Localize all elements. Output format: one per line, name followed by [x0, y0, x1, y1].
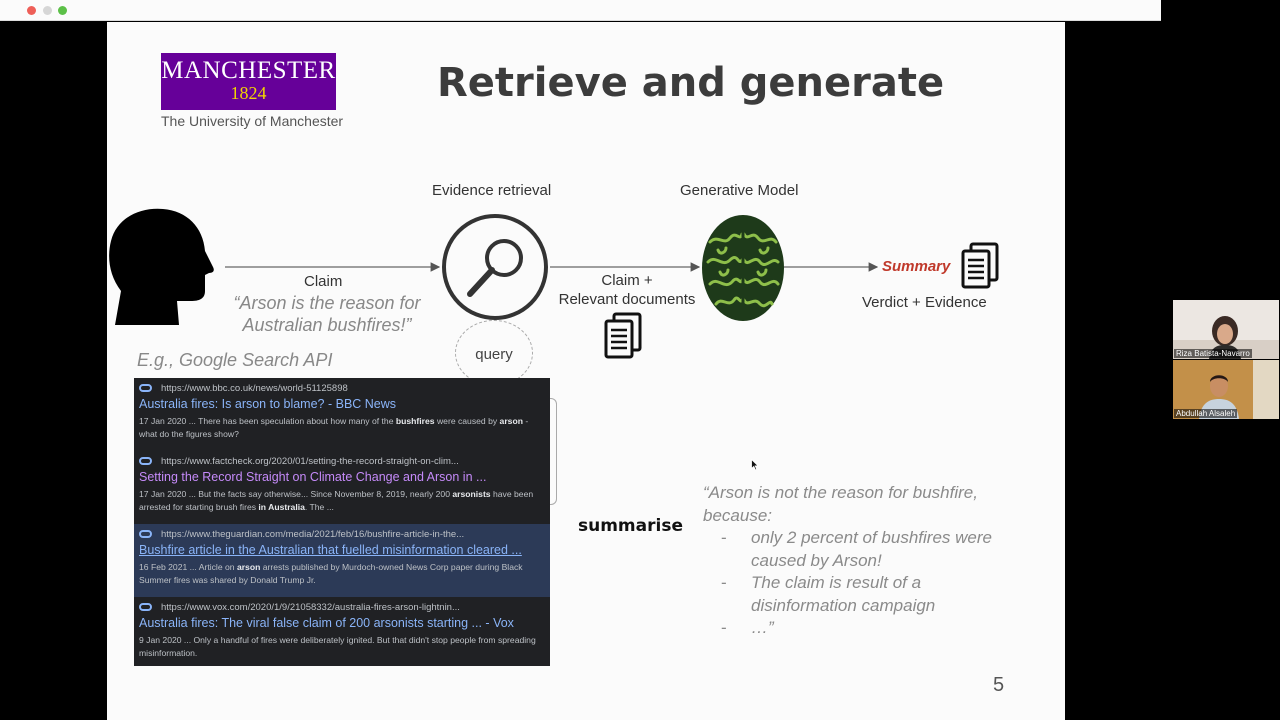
- answer-bullet: - …”: [703, 617, 1043, 640]
- documents-icon: [604, 312, 642, 359]
- bullet-line: caused by Arson!: [751, 550, 882, 570]
- summary-label: Summary: [882, 258, 951, 275]
- generative-model-label: Generative Model: [680, 182, 799, 199]
- participant-video-tile[interactable]: Abdullah Alsaleh: [1173, 360, 1279, 419]
- bullet-line: only 2 percent of bushfires were: [751, 528, 992, 547]
- bullet-dash: -: [721, 528, 727, 547]
- presentation-slide: MANCHESTER 1824 The University of Manche…: [107, 22, 1065, 720]
- person-head-icon: [109, 208, 214, 325]
- result-title-link[interactable]: Bushfire article in the Australian that …: [139, 543, 522, 557]
- result-snippet: 17 Jan 2020 ... But the facts say otherw…: [139, 489, 534, 512]
- bullet-line: …”: [751, 618, 774, 637]
- mouse-cursor-icon: [751, 459, 759, 471]
- participant-video-tile[interactable]: Riza Batista-Navarro: [1173, 300, 1279, 359]
- summarise-label: summarise: [578, 516, 683, 536]
- answer-bullet: - only 2 percent of bushfires were caused…: [703, 527, 1043, 572]
- claim-quote: “Arson is the reason for Australian bush…: [217, 292, 437, 336]
- university-logo: MANCHESTER 1824: [161, 53, 336, 110]
- generated-answer: “Arson is not the reason for bushfire, b…: [703, 482, 1043, 640]
- link-icon: [139, 530, 152, 538]
- link-icon: [139, 457, 152, 465]
- bullet-line: The claim is result of a: [751, 573, 922, 592]
- page-number: 5: [993, 674, 1005, 696]
- logo-wordmark: MANCHESTER: [161, 57, 336, 84]
- search-result: https://www.bbc.co.uk/news/world-5112589…: [134, 378, 550, 451]
- result-url[interactable]: https://www.theguardian.com/media/2021/f…: [139, 529, 464, 540]
- result-url-text: https://www.bbc.co.uk/news/world-5112589…: [161, 383, 348, 394]
- slide-title: Retrieve and generate: [437, 60, 945, 106]
- maximize-window-button[interactable]: [58, 6, 67, 15]
- search-results-panel: https://www.bbc.co.uk/news/world-5112589…: [134, 378, 550, 666]
- results-stack-edge: [547, 398, 557, 505]
- example-source-label: E.g., Google Search API: [137, 350, 333, 370]
- result-url-text: https://www.theguardian.com/media/2021/f…: [161, 529, 465, 540]
- window-titlebar: [0, 0, 1161, 21]
- result-snippet: 9 Jan 2020 ... Only a handful of fires w…: [139, 635, 536, 658]
- bullet-line: disinformation campaign: [751, 595, 936, 615]
- result-url-text: https://www.factcheck.org/2020/01/settin…: [161, 456, 459, 467]
- claim-label: Claim: [304, 273, 343, 290]
- logo-subtitle: The University of Manchester: [161, 113, 344, 129]
- relevant-documents-label: Relevant documents: [558, 291, 696, 308]
- search-result: https://www.factcheck.org/2020/01/settin…: [134, 451, 550, 524]
- claim-plus-label: Claim +: [601, 272, 653, 289]
- search-icon: [442, 214, 548, 320]
- result-url[interactable]: https://www.bbc.co.uk/news/world-5112589…: [139, 383, 348, 394]
- logo-year: 1824: [230, 83, 267, 103]
- result-title-link[interactable]: Setting the Record Straight on Climate C…: [139, 470, 487, 484]
- result-title-link[interactable]: Australia fires: Is arson to blame? - BB…: [139, 397, 397, 411]
- brain-icon: [702, 215, 784, 321]
- flow-arrows: [225, 262, 879, 272]
- link-icon: [139, 384, 152, 392]
- result-title-link[interactable]: Australia fires: The viral false claim o…: [139, 616, 514, 630]
- link-icon: [139, 603, 152, 611]
- evidence-retrieval-label: Evidence retrieval: [432, 182, 552, 199]
- answer-intro-line: because:: [703, 505, 772, 525]
- result-snippet: 16 Feb 2021 ... Article on arson arrests…: [139, 562, 523, 585]
- summary-document-icon: [961, 242, 999, 289]
- answer-bullet: - The claim is result of a disinformation…: [703, 572, 1043, 617]
- close-window-button[interactable]: [27, 6, 36, 15]
- bullet-dash: -: [721, 618, 727, 637]
- participant-name: Abdullah Alsaleh: [1174, 409, 1238, 418]
- result-url[interactable]: https://www.vox.com/2020/1/9/21058332/au…: [139, 602, 460, 613]
- search-result: https://www.vox.com/2020/1/9/21058332/au…: [134, 597, 550, 666]
- result-snippet: 17 Jan 2020 ... There has been speculati…: [139, 416, 529, 439]
- result-url-text: https://www.vox.com/2020/1/9/21058332/au…: [161, 602, 460, 613]
- participant-name: Riza Batista-Navarro: [1174, 349, 1252, 358]
- answer-intro-line: “Arson is not the reason for bushfire,: [703, 483, 978, 502]
- claim-quote-line: Australian bushfires!”: [242, 315, 412, 335]
- claim-quote-line: “Arson is the reason for: [233, 293, 421, 313]
- result-url[interactable]: https://www.factcheck.org/2020/01/settin…: [139, 456, 459, 467]
- search-result: https://www.theguardian.com/media/2021/f…: [134, 524, 550, 597]
- query-label: query: [475, 346, 513, 363]
- minimize-window-button[interactable]: [43, 6, 52, 15]
- verdict-evidence-label: Verdict + Evidence: [862, 294, 987, 311]
- bullet-dash: -: [721, 573, 727, 592]
- participant-avatar: [1173, 360, 1279, 419]
